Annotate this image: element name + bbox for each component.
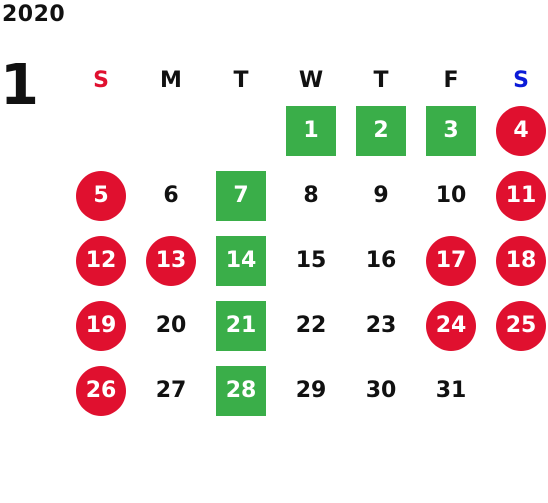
year-label: 2020	[2, 2, 66, 27]
day-cell[interactable]: 29	[276, 358, 346, 423]
day-number: 29	[295, 378, 327, 403]
day-number: 8	[303, 183, 319, 208]
month-label: 1	[0, 53, 39, 118]
weekday-header: W	[298, 67, 324, 93]
day-cell[interactable]: 26	[66, 358, 136, 423]
day-number: 22	[295, 313, 327, 338]
day-number: 11	[496, 170, 546, 221]
day-cell[interactable]: 6	[136, 163, 206, 228]
day-number: 5	[76, 170, 126, 221]
day-cell[interactable]: 17	[416, 228, 486, 293]
day-cell	[206, 98, 276, 163]
day-cell[interactable]: 5	[66, 163, 136, 228]
day-cell[interactable]: 19	[66, 293, 136, 358]
day-cell[interactable]: 20	[136, 293, 206, 358]
day-cell[interactable]: 8	[276, 163, 346, 228]
day-cell[interactable]: 3	[416, 98, 486, 163]
day-cell[interactable]: 18	[486, 228, 548, 293]
day-number: 14	[216, 235, 266, 286]
day-cell	[136, 98, 206, 163]
weekday-header: S	[513, 67, 529, 93]
day-number: 17	[426, 235, 476, 286]
day-number: 26	[76, 365, 126, 416]
weekday-header: M	[160, 67, 182, 93]
day-cell[interactable]: 21	[206, 293, 276, 358]
day-cell[interactable]: 22	[276, 293, 346, 358]
day-cell[interactable]: 23	[346, 293, 416, 358]
day-number: 2	[356, 105, 406, 156]
day-number: 28	[216, 365, 266, 416]
day-number: 24	[426, 300, 476, 351]
day-cell[interactable]: 1	[276, 98, 346, 163]
day-cell[interactable]: 16	[346, 228, 416, 293]
day-number: 9	[373, 183, 389, 208]
day-number: 3	[426, 105, 476, 156]
day-number: 12	[76, 235, 126, 286]
day-cell[interactable]: 15	[276, 228, 346, 293]
weekday-header: F	[443, 67, 459, 93]
day-number: 16	[365, 248, 397, 273]
weekday-header: T	[373, 67, 389, 93]
day-cell[interactable]: 11	[486, 163, 548, 228]
day-number: 21	[216, 300, 266, 351]
day-cell[interactable]: 31	[416, 358, 486, 423]
day-cell[interactable]: 4	[486, 98, 548, 163]
day-cell[interactable]: 25	[486, 293, 548, 358]
day-cell	[486, 358, 548, 423]
day-number: 31	[435, 378, 467, 403]
day-cell	[66, 98, 136, 163]
day-number: 30	[365, 378, 397, 403]
day-cell[interactable]: 14	[206, 228, 276, 293]
day-cell[interactable]: 9	[346, 163, 416, 228]
day-number: 7	[216, 170, 266, 221]
day-number: 19	[76, 300, 126, 351]
day-cell[interactable]: 2	[346, 98, 416, 163]
day-number: 13	[146, 235, 196, 286]
day-cell[interactable]: 24	[416, 293, 486, 358]
day-number: 27	[155, 378, 187, 403]
day-number: 23	[365, 313, 397, 338]
day-cell[interactable]: 30	[346, 358, 416, 423]
day-cell[interactable]: 12	[66, 228, 136, 293]
day-cell[interactable]: 28	[206, 358, 276, 423]
day-cell[interactable]: 7	[206, 163, 276, 228]
day-number: 25	[496, 300, 546, 351]
day-number: 4	[496, 105, 546, 156]
weekday-header: T	[233, 67, 249, 93]
weekday-header: S	[93, 67, 109, 93]
day-number: 18	[496, 235, 546, 286]
day-number: 15	[295, 248, 327, 273]
day-cell[interactable]: 27	[136, 358, 206, 423]
day-number: 20	[155, 313, 187, 338]
day-cell[interactable]: 13	[136, 228, 206, 293]
day-cell[interactable]: 10	[416, 163, 486, 228]
day-number: 1	[286, 105, 336, 156]
day-number: 6	[163, 183, 179, 208]
day-number: 10	[435, 183, 467, 208]
